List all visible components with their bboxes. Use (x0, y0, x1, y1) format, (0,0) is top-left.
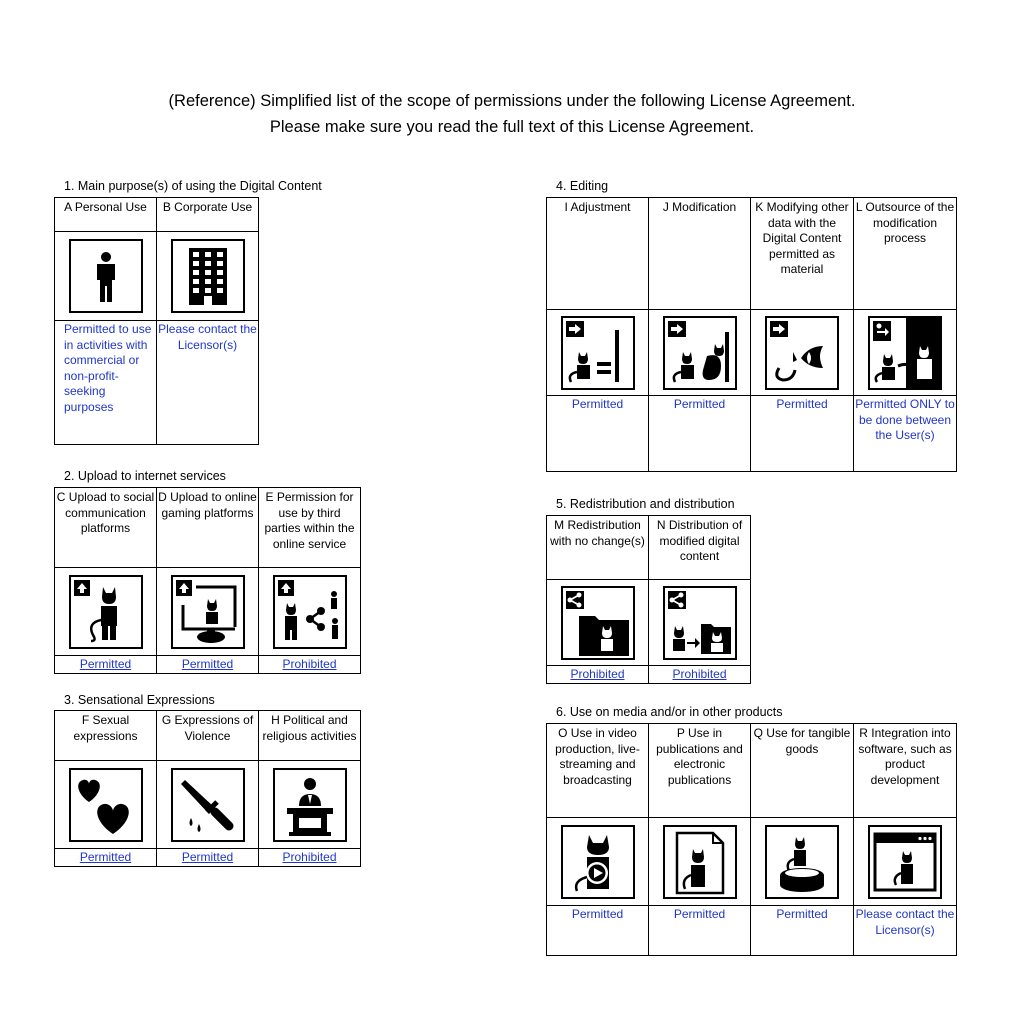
status-l: Permitted ONLY to be done between the Us… (853, 395, 957, 472)
cell-i-icon (546, 309, 649, 396)
hearts-icon (68, 767, 143, 842)
label-o-video: O Use in video production, live-streamin… (546, 723, 649, 818)
status-p: Permitted (648, 905, 751, 956)
section-5-table: M Redistribution with no change(s) N Dis… (546, 515, 751, 684)
third-party-icon (272, 574, 347, 649)
upload-social-icon (68, 574, 143, 649)
cell-p-icon (648, 817, 751, 906)
status-h: Prohibited (258, 848, 361, 867)
label-n-distribution-modified: N Distribution of modified digital conte… (648, 515, 751, 580)
cell-q-icon (750, 817, 854, 906)
share-modified-icon (662, 585, 737, 660)
header-line-1: (Reference) Simplified list of the scope… (168, 92, 856, 110)
video-icon (560, 824, 635, 899)
software-icon (868, 824, 942, 899)
label-b-corporate-use: B Corporate Use (156, 197, 259, 232)
section-3-title: 3. Sensational Expressions (64, 693, 215, 707)
section-6-title: 6. Use on media and/or in other products (556, 705, 783, 719)
adjustment-icon (560, 315, 635, 390)
cell-k-icon (750, 309, 854, 396)
section-2-table: C Upload to social communication platfor… (54, 487, 361, 674)
label-i-adjustment: I Adjustment (546, 197, 649, 310)
publication-icon (662, 824, 737, 899)
status-m: Prohibited (546, 665, 649, 684)
cell-e-icon (258, 567, 361, 656)
section-3-table: F Sexual expressions G Expressions of Vi… (54, 710, 361, 867)
section-1-table: A Personal Use B Corporate Use (54, 197, 259, 445)
cell-g-icon (156, 760, 259, 849)
cell-n-icon (648, 579, 751, 666)
status-k: Permitted (750, 395, 854, 472)
section-4-title: 4. Editing (556, 179, 609, 193)
status-b: Please contact the Licensor(s) (156, 320, 259, 445)
label-p-publications: P Use in publications and electronic pub… (648, 723, 751, 818)
status-g: Permitted (156, 848, 259, 867)
knife-icon (170, 767, 245, 842)
label-a-personal-use: A Personal Use (54, 197, 157, 232)
share-folder-icon (560, 585, 635, 660)
outsource-icon (868, 315, 942, 390)
label-l-outsource: L Outsource of the modification process (853, 197, 957, 310)
status-f: Permitted (54, 848, 157, 867)
section-5-title: 5. Redistribution and distribution (556, 497, 735, 511)
label-d-upload-gaming: D Upload to online gaming platforms (156, 487, 259, 568)
cell-c-icon (54, 567, 157, 656)
status-d: Permitted (156, 655, 259, 674)
label-r-software: R Integration into software, such as pro… (853, 723, 957, 818)
status-i: Permitted (546, 395, 649, 472)
building-icon (170, 239, 245, 313)
podium-icon (272, 767, 347, 842)
status-r: Please contact the Licensor(s) (853, 905, 957, 956)
label-g-violence: G Expressions of Violence (156, 710, 259, 761)
status-q: Permitted (750, 905, 854, 956)
material-icon (765, 315, 839, 390)
cell-b-icon (156, 231, 259, 321)
label-c-upload-social: C Upload to social communication platfor… (54, 487, 157, 568)
status-a: Permitted to use in activities with comm… (54, 320, 157, 445)
cell-m-icon (546, 579, 649, 666)
status-e: Prohibited (258, 655, 361, 674)
cell-j-icon (648, 309, 751, 396)
label-f-sexual: F Sexual expressions (54, 710, 157, 761)
status-c: Permitted (54, 655, 157, 674)
label-m-redistribution: M Redistribution with no change(s) (546, 515, 649, 580)
header-line-2: Please make sure you read the full text … (269, 118, 755, 136)
cell-l-icon (853, 309, 957, 396)
goods-icon (765, 824, 839, 899)
cell-f-icon (54, 760, 157, 849)
section-1-title: 1. Main purpose(s) of using the Digital … (64, 179, 322, 193)
label-e-third-parties: E Permission for use by third parties wi… (258, 487, 361, 568)
label-k-modifying-other: K Modifying other data with the Digital … (750, 197, 854, 310)
section-6-table: O Use in video production, live-streamin… (546, 723, 957, 956)
modification-icon (662, 315, 737, 390)
status-j: Permitted (648, 395, 751, 472)
label-j-modification: J Modification (648, 197, 751, 310)
upload-gaming-icon (170, 574, 245, 649)
cell-o-icon (546, 817, 649, 906)
person-icon (68, 239, 143, 313)
label-q-tangible-goods: Q Use for tangible goods (750, 723, 854, 818)
cell-h-icon (258, 760, 361, 849)
status-o: Permitted (546, 905, 649, 956)
label-h-political: H Political and religious activities (258, 710, 361, 761)
section-4-table: I Adjustment J Modification K Modifying … (546, 197, 957, 472)
section-2-title: 2. Upload to internet services (64, 469, 226, 483)
cell-a-icon (54, 231, 157, 321)
cell-r-icon (853, 817, 957, 906)
cell-d-icon (156, 567, 259, 656)
status-n: Prohibited (648, 665, 751, 684)
